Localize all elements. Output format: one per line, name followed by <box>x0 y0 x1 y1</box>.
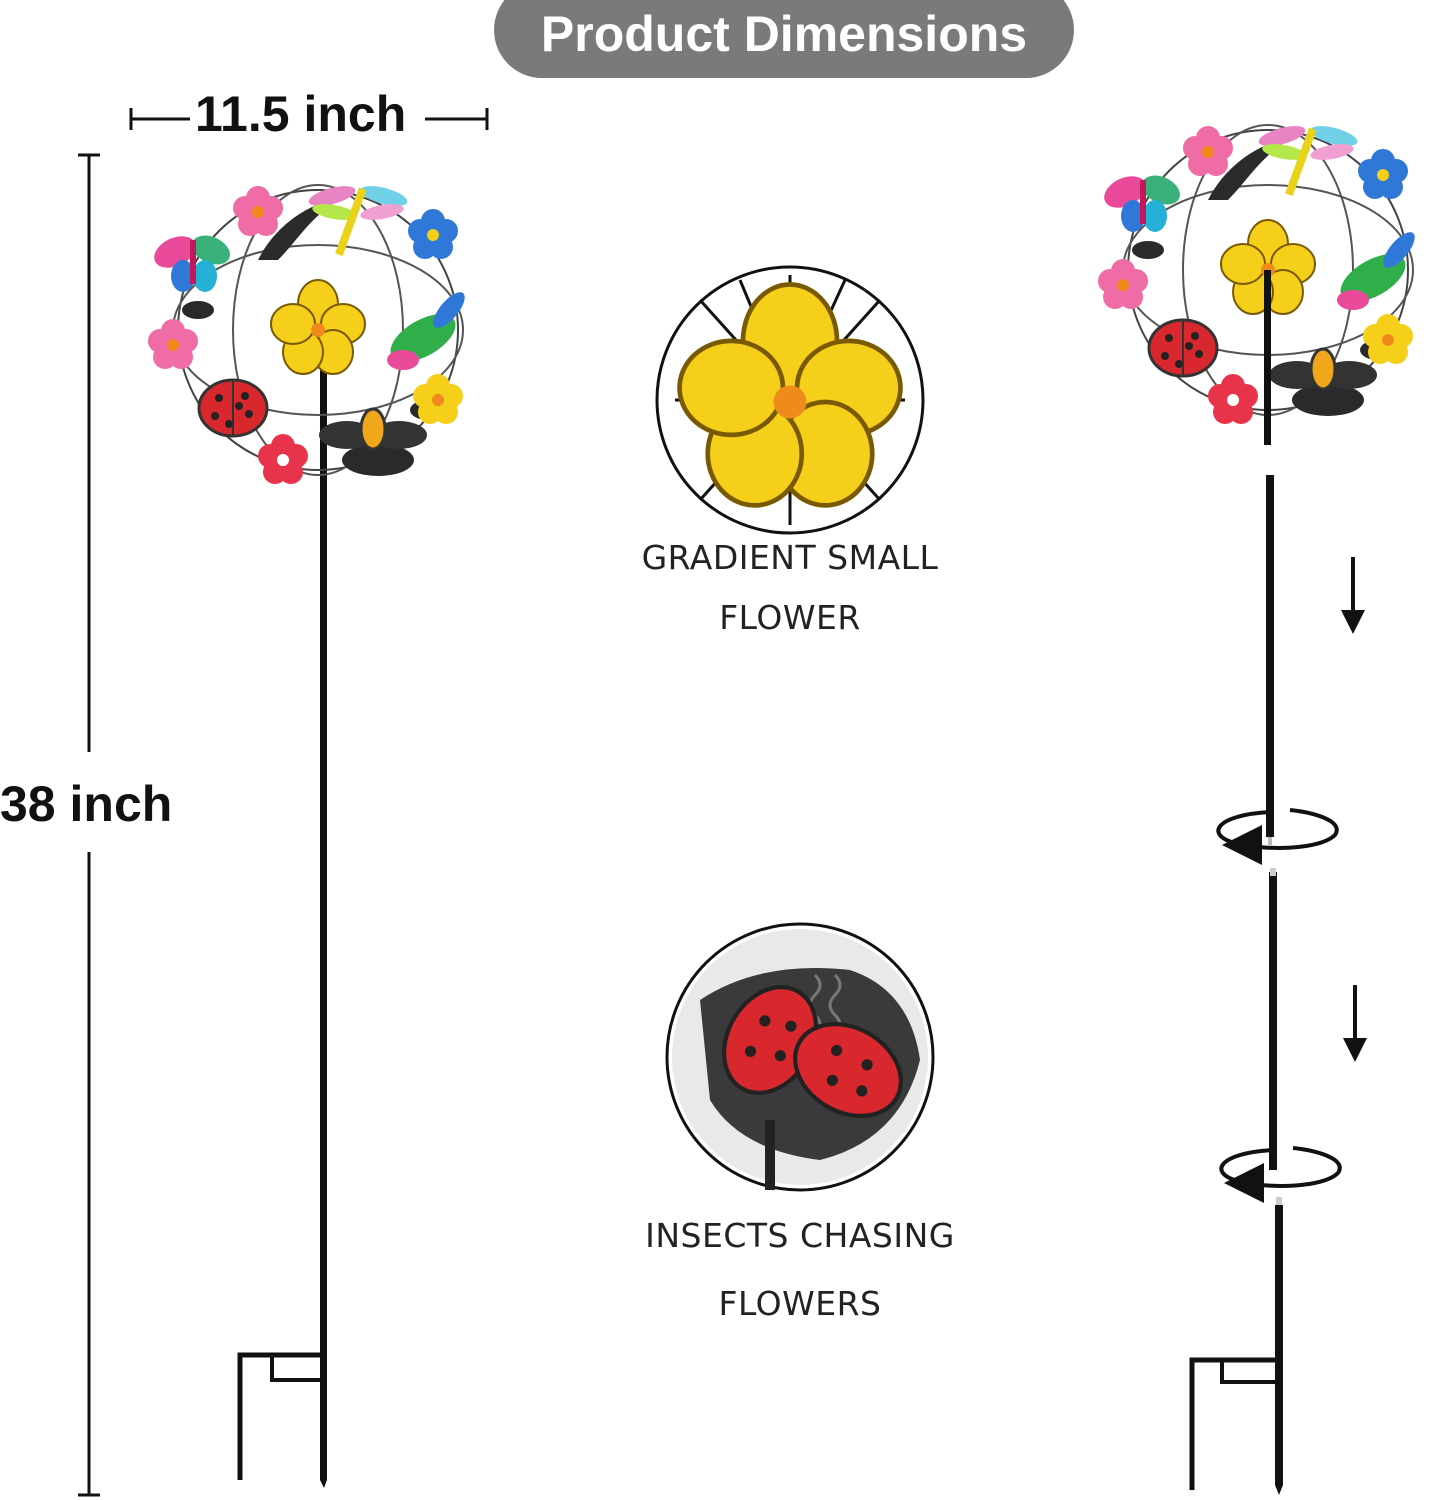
width-label: 11.5 inch <box>195 86 407 142</box>
height-label: 38 inch <box>0 776 173 832</box>
rotate-arrow-icon <box>1216 808 1339 865</box>
height-dimension-line <box>78 153 100 1497</box>
ladybug-detail-circle <box>665 922 935 1192</box>
title-banner: Product Dimensions <box>494 0 1074 78</box>
down-arrow-icon <box>1341 557 1365 634</box>
insects-caption-line-2: FLOWERS <box>718 1284 882 1323</box>
rotate-arrow-icon <box>1219 1146 1342 1203</box>
flower-caption-line-1: GRADIENT SMALL <box>641 538 939 577</box>
width-dimension-line <box>129 108 489 130</box>
flower-caption-line-2: FLOWER <box>719 598 861 637</box>
title-text: Product Dimensions <box>540 6 1028 62</box>
assembly-view <box>1098 122 1420 1495</box>
down-arrow-icon <box>1343 985 1367 1062</box>
product-full-view <box>148 182 470 1488</box>
insects-caption-line-1: INSECTS CHASING <box>645 1216 955 1255</box>
insects-caption: INSECTS CHASING FLOWERS <box>630 1202 970 1338</box>
flower-detail-circle <box>655 265 925 535</box>
flower-caption: GRADIENT SMALL FLOWER <box>630 528 950 648</box>
